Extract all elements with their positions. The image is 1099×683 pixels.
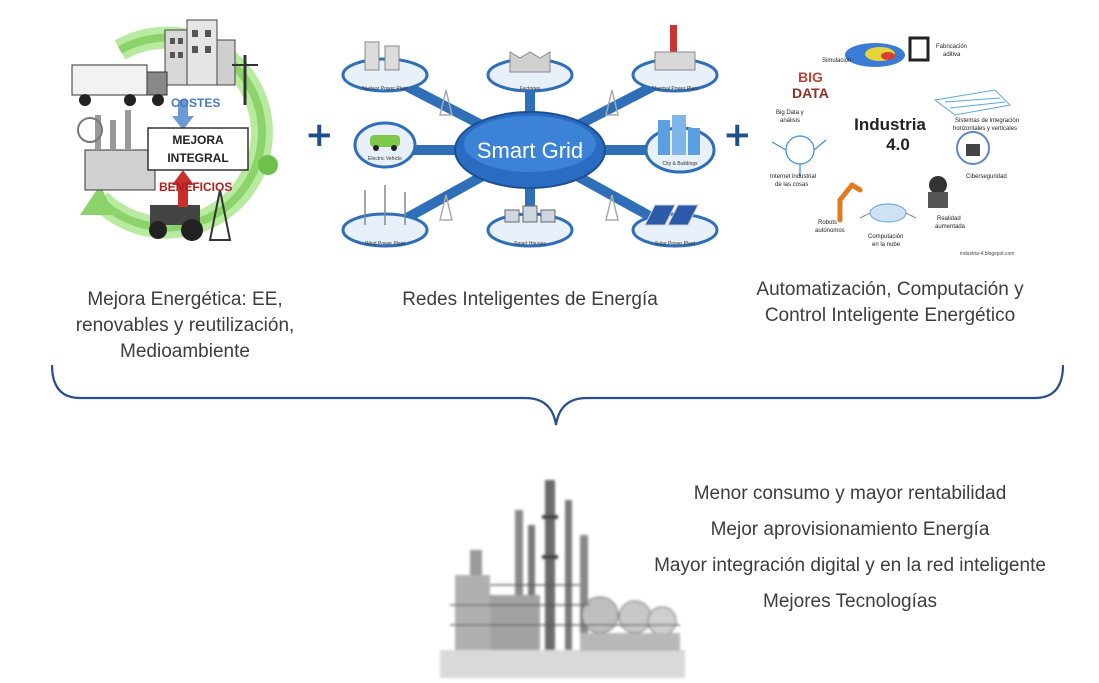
industria-version: 4.0 <box>886 135 910 154</box>
node-label-thermal: Thermal Power Plant <box>652 86 699 92</box>
label-sistemas-2: horizontales y verticales <box>953 126 1017 132</box>
label-internet-2: de las cosas <box>775 182 808 188</box>
node-wind: Wind Power Plant <box>341 185 429 248</box>
node-electric-vehicle: Electric Vehicle <box>353 121 417 169</box>
label-internet-1: Internet industrial <box>770 174 816 180</box>
label-big-data-1: Big Data y <box>776 110 804 116</box>
refinery-illustration <box>440 480 685 678</box>
label-ciber: Ciberseguridad <box>966 174 1007 180</box>
label-realidad-2: aumentada <box>935 224 966 230</box>
outcome-2: Mejor aprovisionamiento Energía <box>710 519 990 540</box>
node-thermal: Thermal Power Plant <box>631 25 719 93</box>
industria-title: Industria <box>854 115 926 134</box>
label-simulacion: Simulación <box>822 58 851 64</box>
label-big-data-2: análisis <box>780 118 800 124</box>
node-label-solar: Solar Power Plant <box>655 241 696 247</box>
label-robots-1: Robots <box>818 220 837 226</box>
label-fabricacion-1: Fabricación <box>936 44 967 50</box>
panel1-caption-line-2: renovables y reutilización, <box>75 315 295 336</box>
label-robots-2: autónomos <box>815 228 845 234</box>
node-label-wind: Wind Power Plant <box>365 241 405 247</box>
mejora-label: MEJORA <box>172 133 224 147</box>
grouping-brace <box>50 364 1065 426</box>
panel2-caption: Redes Inteligentes de Energía <box>402 289 658 310</box>
plus-sign-2: + <box>723 115 752 155</box>
costes-label: COSTES <box>171 96 220 110</box>
label-nube-1: Computación <box>868 234 903 240</box>
panel1-caption-line-1: Mejora Energética: EE, <box>87 289 283 310</box>
integral-label: INTEGRAL <box>167 151 228 165</box>
big-label: BIG <box>798 69 823 85</box>
smart-grid-diagram: Smart Grid Nuclear Power Plant Factories… <box>341 25 719 248</box>
node-factories: Factories <box>486 51 574 93</box>
node-label-factories: Factories <box>520 86 541 92</box>
node-city: City & Buildings <box>644 115 716 174</box>
beneficios-label: BENEFICIOS <box>159 180 232 194</box>
label-nube-2: en la nube <box>872 242 901 248</box>
node-solar: Solar Power Plant <box>631 204 719 248</box>
node-label-nuclear: Nuclear Power Plant <box>362 86 408 92</box>
label-fabricacion-2: aditiva <box>943 52 961 58</box>
panel3-caption: Automatización, Computación y Control In… <box>725 277 1055 329</box>
smart-grid-label: Smart Grid <box>477 138 583 163</box>
outcome-4: Mejores Tecnologías <box>763 591 937 612</box>
panel1-caption: Mejora Energética: EE, renovables y reut… <box>40 287 330 365</box>
node-label-ev: Electric Vehicle <box>368 156 402 162</box>
industria-4-diagram: Simulación Fabricación aditiva BIG DATA … <box>770 36 1019 257</box>
label-realidad-1: Realidad <box>937 216 961 222</box>
outcome-3: Mayor integración digital y en la red in… <box>654 555 1046 576</box>
node-smart-houses: Smart Houses <box>486 205 574 248</box>
plus-sign-1: + <box>305 115 334 155</box>
panel3-caption-line-1: Automatización, Computación y <box>756 279 1024 300</box>
source-credit: industria-4.blogspot.com <box>960 251 1014 257</box>
panel3-caption-line-2: Control Inteligente Energético <box>764 305 1016 326</box>
mejora-integral-illustration: COSTES MEJORA INTEGRAL BENEFICIOS <box>71 19 278 241</box>
node-nuclear: Nuclear Power Plant <box>341 41 429 93</box>
node-label-houses: Smart Houses <box>514 241 546 247</box>
data-label: DATA <box>792 85 829 101</box>
panel1-caption-line-3: Medioambiente <box>120 341 250 362</box>
label-sistemas-1: Sistemas de integración <box>955 118 1019 124</box>
node-label-city: City & Buildings <box>662 161 698 167</box>
outcome-1: Menor consumo y mayor rentabilidad <box>693 483 1007 504</box>
